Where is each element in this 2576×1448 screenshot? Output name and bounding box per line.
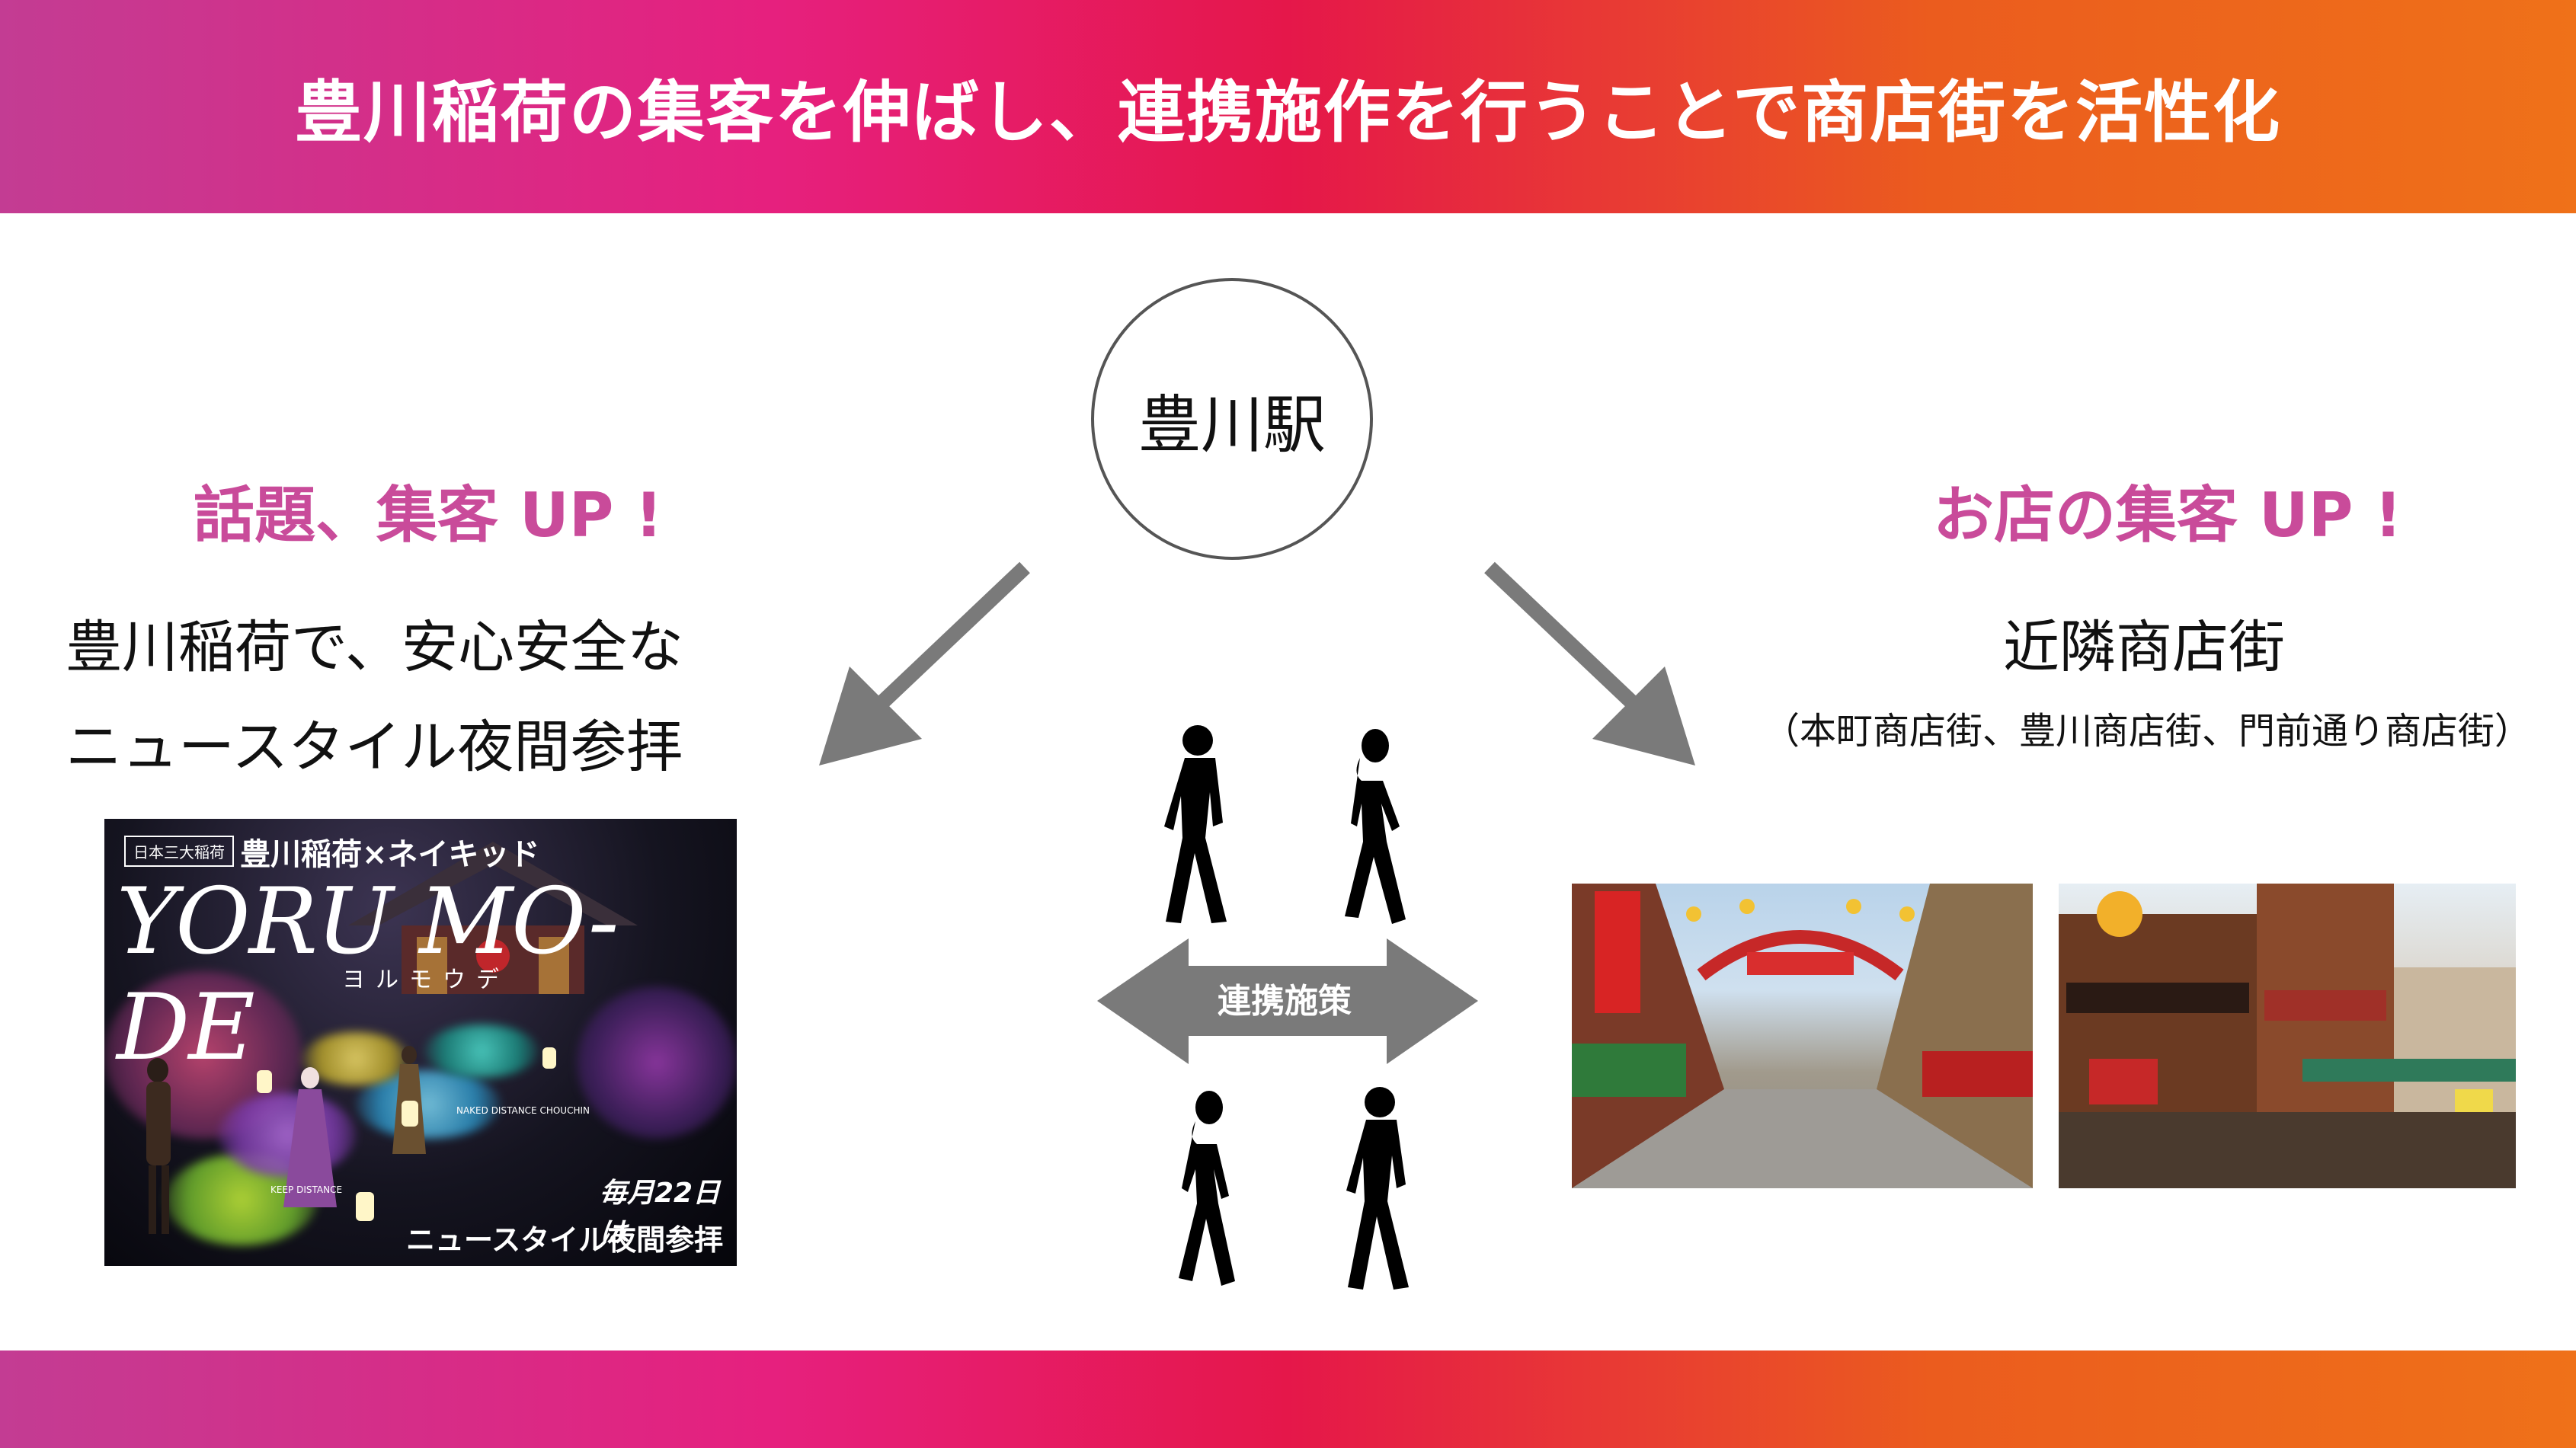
station-circle: 豊川駅 [1091,278,1373,560]
right-description-line2: （本町商店街、豊川商店街、門前通り商店街） [1763,710,2532,753]
shopping-street-photo [2059,884,2516,1188]
light-circle-yellow [302,1032,409,1085]
page-title: 豊川稲荷の集客を伸ばし、連携施作を行うことで商店街を活性化 [294,72,2282,152]
poster-tag: 日本三大稲荷 [124,836,234,867]
light-circle-cyan [424,1024,539,1078]
left-heading: 話題、集客 UP ! [194,480,663,551]
poster-bottom-title: ニュースタイル夜間参拝 [406,1223,724,1257]
shopping-street-photo [1572,884,2033,1188]
footer-banner [0,1351,2576,1448]
header-banner: 豊川稲荷の集客を伸ばし、連携施作を行うことで商店街を活性化 [0,0,2576,213]
lantern [542,1047,556,1069]
lantern [257,1070,272,1093]
walking-man-icon [1346,1087,1409,1290]
right-description-line1: 近隣商店街 [2003,615,2285,680]
link-arrow [1097,938,1478,1064]
street-scene [2059,884,2516,1188]
right-heading: お店の集客 UP ! [1933,480,2402,551]
poster-naked-note: NAKED DISTANCE CHOUCHIN [456,1105,590,1116]
walking-woman-icon [1179,1091,1235,1286]
link-label: 連携施策 [1218,982,1352,1021]
poster-logo-kana: ヨルモウデ [342,967,510,993]
walking-woman-icon [1345,729,1406,924]
arrow-to-left [819,561,1030,766]
flowers-right [577,986,737,1139]
poster-date: 毎月22日は [600,1178,721,1248]
left-description-line1: 豊川稲荷で、安心安全な [66,615,684,680]
arrow-to-right [1484,561,1695,766]
poster-top-title: 豊川稲荷×ネイキッド [240,837,540,872]
station-label: 豊川駅 [1138,388,1326,462]
street-scene [1572,884,2033,1188]
shrine-illustration [348,842,638,994]
event-poster: 日本三大稲荷 豊川稲荷×ネイキッド YORU MO-DE ヨルモウデ NAKED… [104,819,737,1266]
poster-keep-distance: KEEP DISTANCE [270,1184,343,1195]
light-circle-purple [219,1093,356,1177]
lantern [402,1101,418,1127]
walking-man-icon [1164,725,1227,923]
left-description-line2: ニュースタイル夜間参拝 [66,714,683,780]
lantern [356,1192,374,1221]
poster-logo: YORU MO-DE [117,869,619,1081]
